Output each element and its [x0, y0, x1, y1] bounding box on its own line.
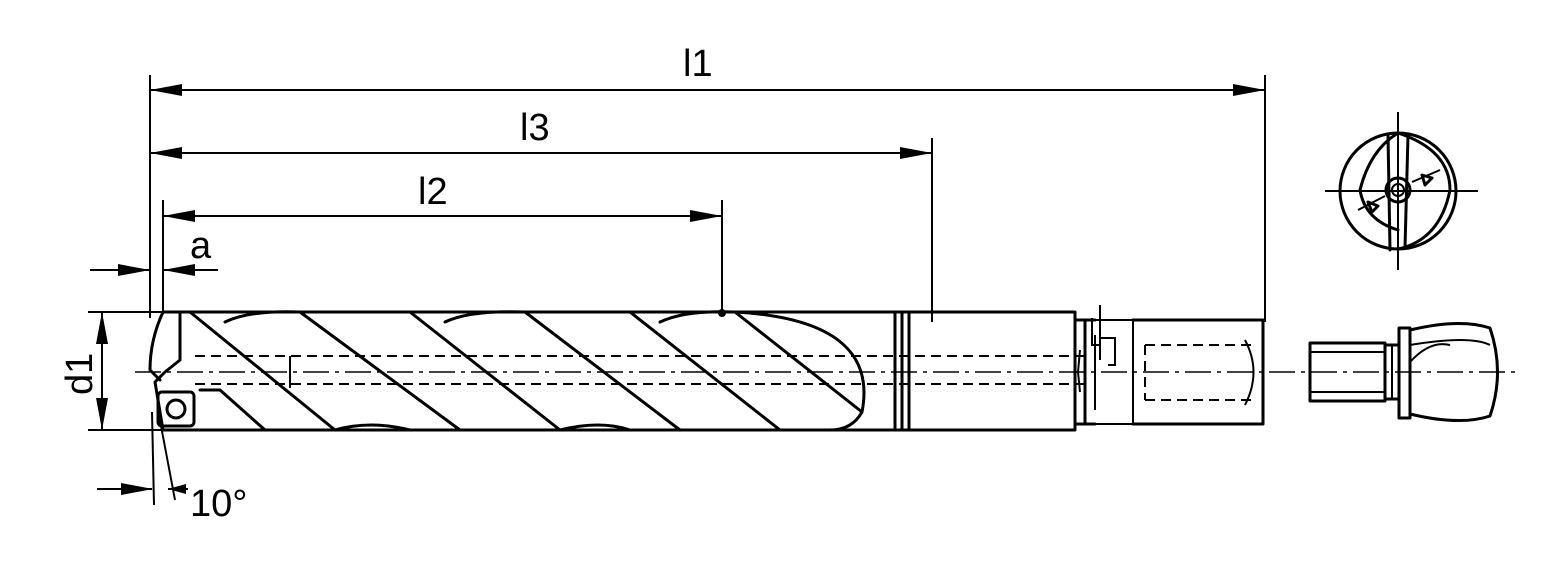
dimension-l2: l2 — [162, 171, 726, 317]
cutting-insert — [156, 390, 196, 428]
arrow-head — [168, 484, 186, 494]
arrow-head — [121, 483, 153, 495]
dimension-label-l2: l2 — [418, 171, 448, 213]
arrow-head — [1233, 84, 1265, 96]
flute-lobe — [443, 310, 527, 324]
dimension-label-angle: 10° — [190, 483, 247, 525]
flute-line — [523, 310, 682, 432]
dimension-l3: l3 — [150, 107, 933, 322]
dimension-a: a — [90, 225, 218, 276]
dimension-angle: 10° — [97, 409, 247, 525]
dimension-label-a: a — [190, 225, 212, 267]
dimension-d1: d1 — [59, 311, 170, 431]
arrow-head — [96, 398, 108, 430]
insert-screw — [165, 398, 187, 420]
dimension-label-d1: d1 — [59, 353, 101, 395]
clamp-screw-part — [1308, 322, 1499, 422]
flute-lobe — [223, 310, 302, 324]
flute-line — [188, 310, 337, 432]
arrow-head — [163, 264, 195, 276]
dimension-label-l3: l3 — [520, 107, 550, 149]
flute-line — [628, 310, 782, 432]
shank — [907, 310, 1077, 432]
flute-line — [298, 310, 462, 432]
arrow-head — [163, 210, 195, 222]
shank-end — [1131, 318, 1265, 426]
arrow-head — [96, 312, 108, 344]
flute-line — [733, 310, 864, 414]
neck-groove — [1073, 318, 1097, 426]
arrow-head — [150, 147, 182, 159]
end-view — [1325, 112, 1478, 270]
dimension-label-l1: l1 — [683, 43, 713, 85]
arrow-head — [900, 147, 932, 159]
arrow-head — [118, 264, 150, 276]
arrow-head — [150, 84, 182, 96]
drill-body — [148, 305, 1265, 432]
flute-line — [408, 310, 562, 432]
dimension-l1: l1 — [149, 43, 1266, 322]
flute-lobe — [658, 310, 737, 324]
arrow-head — [690, 210, 722, 222]
